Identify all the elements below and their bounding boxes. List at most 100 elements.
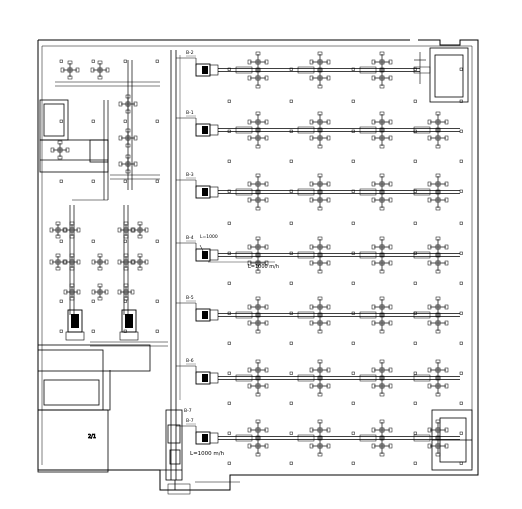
- diffuser-end: [247, 383, 252, 389]
- diffuser-box: [255, 197, 261, 203]
- diffuser-end: [264, 320, 269, 326]
- column-marker: [459, 221, 463, 225]
- column-marker: [227, 401, 231, 405]
- diffuser-end: [326, 119, 331, 125]
- diffuser-end: [125, 154, 131, 159]
- diffuser-end: [379, 127, 385, 132]
- diffuser-end: [444, 304, 449, 310]
- diffuser-end: [379, 111, 385, 116]
- diffuser-end: [317, 312, 323, 317]
- diffuser-end: [371, 75, 376, 81]
- duct-segment: [359, 434, 377, 442]
- diffuser-end: [427, 304, 432, 310]
- diffuser-end: [326, 304, 331, 310]
- diffuser-end: [444, 135, 449, 141]
- diffuser-end: [309, 383, 314, 389]
- diffuser-box: [255, 181, 261, 187]
- diffuser-box: [379, 59, 385, 65]
- diffuser-end: [123, 234, 129, 239]
- diffuser-end: [60, 67, 65, 73]
- diffuser-box: [255, 75, 261, 81]
- column-marker: [459, 189, 463, 193]
- diffuser-end: [144, 259, 149, 265]
- diffuser-end: [91, 259, 96, 265]
- diffuser-end: [379, 435, 385, 440]
- fan-coil-core: [202, 434, 208, 442]
- fan-coil-outlet: [209, 309, 219, 321]
- branch-duct-row: [176, 419, 460, 457]
- column-marker: [351, 281, 355, 285]
- diffuser-end: [309, 135, 314, 141]
- column-marker: [413, 401, 417, 405]
- column-marker: [289, 341, 293, 345]
- duct-segment: [359, 374, 377, 382]
- upper-riser-note: L=1000: [200, 234, 218, 240]
- column-marker: [413, 159, 417, 163]
- diffuser-box: [125, 101, 131, 107]
- diffuser-end: [105, 67, 110, 73]
- diffuser-end: [379, 375, 385, 380]
- diffuser-end: [67, 75, 73, 80]
- duct-segment: [235, 251, 253, 259]
- diffuser-end: [247, 197, 252, 203]
- fan-coil-core: [202, 311, 208, 319]
- column-marker: [413, 99, 417, 103]
- diffuser-end: [444, 427, 449, 433]
- diffuser-end: [379, 206, 385, 211]
- duct-segment: [297, 311, 315, 319]
- right-rooms: [429, 47, 473, 471]
- diffuser-end: [388, 181, 393, 187]
- diffuser-end: [427, 320, 432, 326]
- diffuser-end: [264, 59, 269, 65]
- diffuser-end: [255, 67, 261, 72]
- column-marker: [413, 371, 417, 375]
- diffuser-end: [379, 392, 385, 397]
- column-marker: [227, 431, 231, 435]
- diffuser-end: [90, 67, 95, 73]
- column-marker: [59, 299, 63, 303]
- diffuser-end: [435, 435, 441, 440]
- diffuser-end: [379, 51, 385, 56]
- diffuser-end: [388, 135, 393, 141]
- column-marker: [351, 189, 355, 193]
- column-marker: [59, 329, 63, 333]
- diffuser-end: [69, 234, 75, 239]
- duct-segment: [413, 434, 431, 442]
- fan-coil-outlet: [209, 186, 219, 198]
- diffuser-end: [444, 367, 449, 373]
- diffuser-end: [255, 252, 261, 257]
- diffuser-end: [55, 266, 61, 271]
- diffuser-end: [125, 169, 131, 174]
- diffuser-end: [444, 197, 449, 203]
- diffuser-end: [309, 367, 314, 373]
- branch-tag: B-7: [186, 418, 194, 424]
- column-marker: [227, 159, 231, 163]
- diffuser-end: [255, 452, 261, 457]
- diffuser-box: [317, 320, 323, 326]
- diffuser-box: [435, 304, 441, 310]
- diffuser-end: [326, 197, 331, 203]
- diffuser-end: [123, 221, 129, 226]
- diffuser-end: [326, 75, 331, 81]
- column-marker: [227, 99, 231, 103]
- diffuser-end: [247, 443, 252, 449]
- diffuser-end: [309, 59, 314, 65]
- diffuser-box: [55, 259, 61, 265]
- duct-segment: [413, 251, 431, 259]
- diffuser-end: [118, 135, 123, 141]
- diffuser-end: [76, 289, 81, 295]
- diffuser-end: [326, 244, 331, 250]
- diffuser-end: [435, 392, 441, 397]
- diffuser-box: [379, 304, 385, 310]
- diffuser-box: [435, 367, 441, 373]
- diffuser-end: [264, 367, 269, 373]
- branch-tag: B-4: [186, 235, 194, 241]
- diffuser-end: [255, 375, 261, 380]
- main-riser: [160, 50, 183, 490]
- diffuser-end: [75, 67, 80, 73]
- diffuser-end: [435, 236, 441, 241]
- diffuser-end: [264, 260, 269, 266]
- diffuser-box: [255, 443, 261, 449]
- duct-segment: [413, 374, 431, 382]
- diffuser-end: [444, 119, 449, 125]
